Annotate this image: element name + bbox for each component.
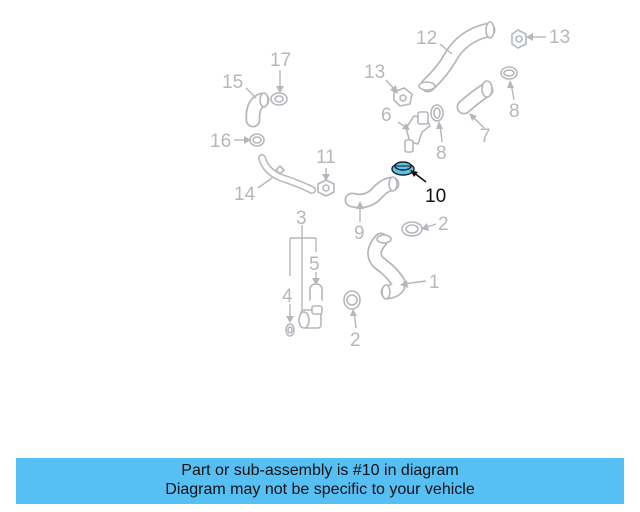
part-10-radiator-cap: [391, 161, 415, 176]
part-7-hose: [456, 80, 494, 115]
callout-2-upper: 2: [438, 214, 449, 235]
banner-line-disclaimer: Diagram may not be specific to your vehi…: [165, 481, 475, 498]
banner-line-part: Part or sub-assembly is #10 in diagram: [181, 462, 459, 479]
callout-7: 7: [480, 126, 491, 147]
part-11-clamp: [317, 179, 335, 197]
callout-14: 14: [234, 184, 256, 205]
callout-10: 10: [425, 186, 446, 207]
leader-lines: [234, 33, 546, 329]
part-1-hose: [367, 232, 406, 300]
callout-4: 4: [282, 286, 293, 307]
callout-12: 12: [416, 28, 437, 49]
callout-1: 1: [429, 272, 440, 293]
part-2-clamp-upper: [401, 221, 423, 237]
callout-16: 16: [210, 131, 231, 152]
part-8-clamp-right: [500, 66, 518, 80]
part-14-pipe: [258, 154, 316, 194]
part-8-clamp-middle: [430, 104, 444, 122]
parts-diagram: 12 13 13 8 7 6 8 10 11 9 2 1 2 15 17 16 …: [210, 21, 570, 351]
callout-9: 9: [354, 223, 365, 244]
callout-8-middle: 8: [436, 143, 447, 164]
part-13-clamp-upper: [511, 29, 527, 49]
callout-8-right: 8: [509, 101, 520, 122]
part-17-clamp: [270, 92, 288, 106]
callout-2-lower: 2: [350, 330, 361, 351]
part-15-hose: [245, 92, 270, 128]
part-3-thermostat-housing: [298, 305, 323, 329]
callout-17: 17: [270, 50, 291, 71]
info-banner: Part or sub-assembly is #10 in diagram D…: [16, 458, 624, 504]
part-2-clamp-lower: [343, 290, 361, 310]
part-3-assembly-bracket: [289, 225, 317, 310]
part-13-clamp-lower: [393, 87, 413, 107]
part-6-fitting: [404, 111, 431, 153]
callout-3: 3: [296, 208, 307, 229]
part-12-hose: [418, 21, 496, 93]
callout-numbers: 12 13 13 8 7 6 8 10 11 9 2 1 2 15 17 16 …: [210, 27, 570, 351]
part-9-hose: [344, 176, 400, 209]
callout-11: 11: [316, 147, 336, 168]
callout-15: 15: [222, 72, 243, 93]
callout-13-lower: 13: [364, 62, 385, 83]
part-16-clamp: [249, 133, 265, 147]
callout-5: 5: [309, 254, 320, 275]
part-5-fitting: [309, 283, 323, 301]
part-4-gasket: [285, 323, 295, 337]
callout-13-upper: 13: [549, 27, 570, 48]
callout-6: 6: [381, 105, 392, 126]
